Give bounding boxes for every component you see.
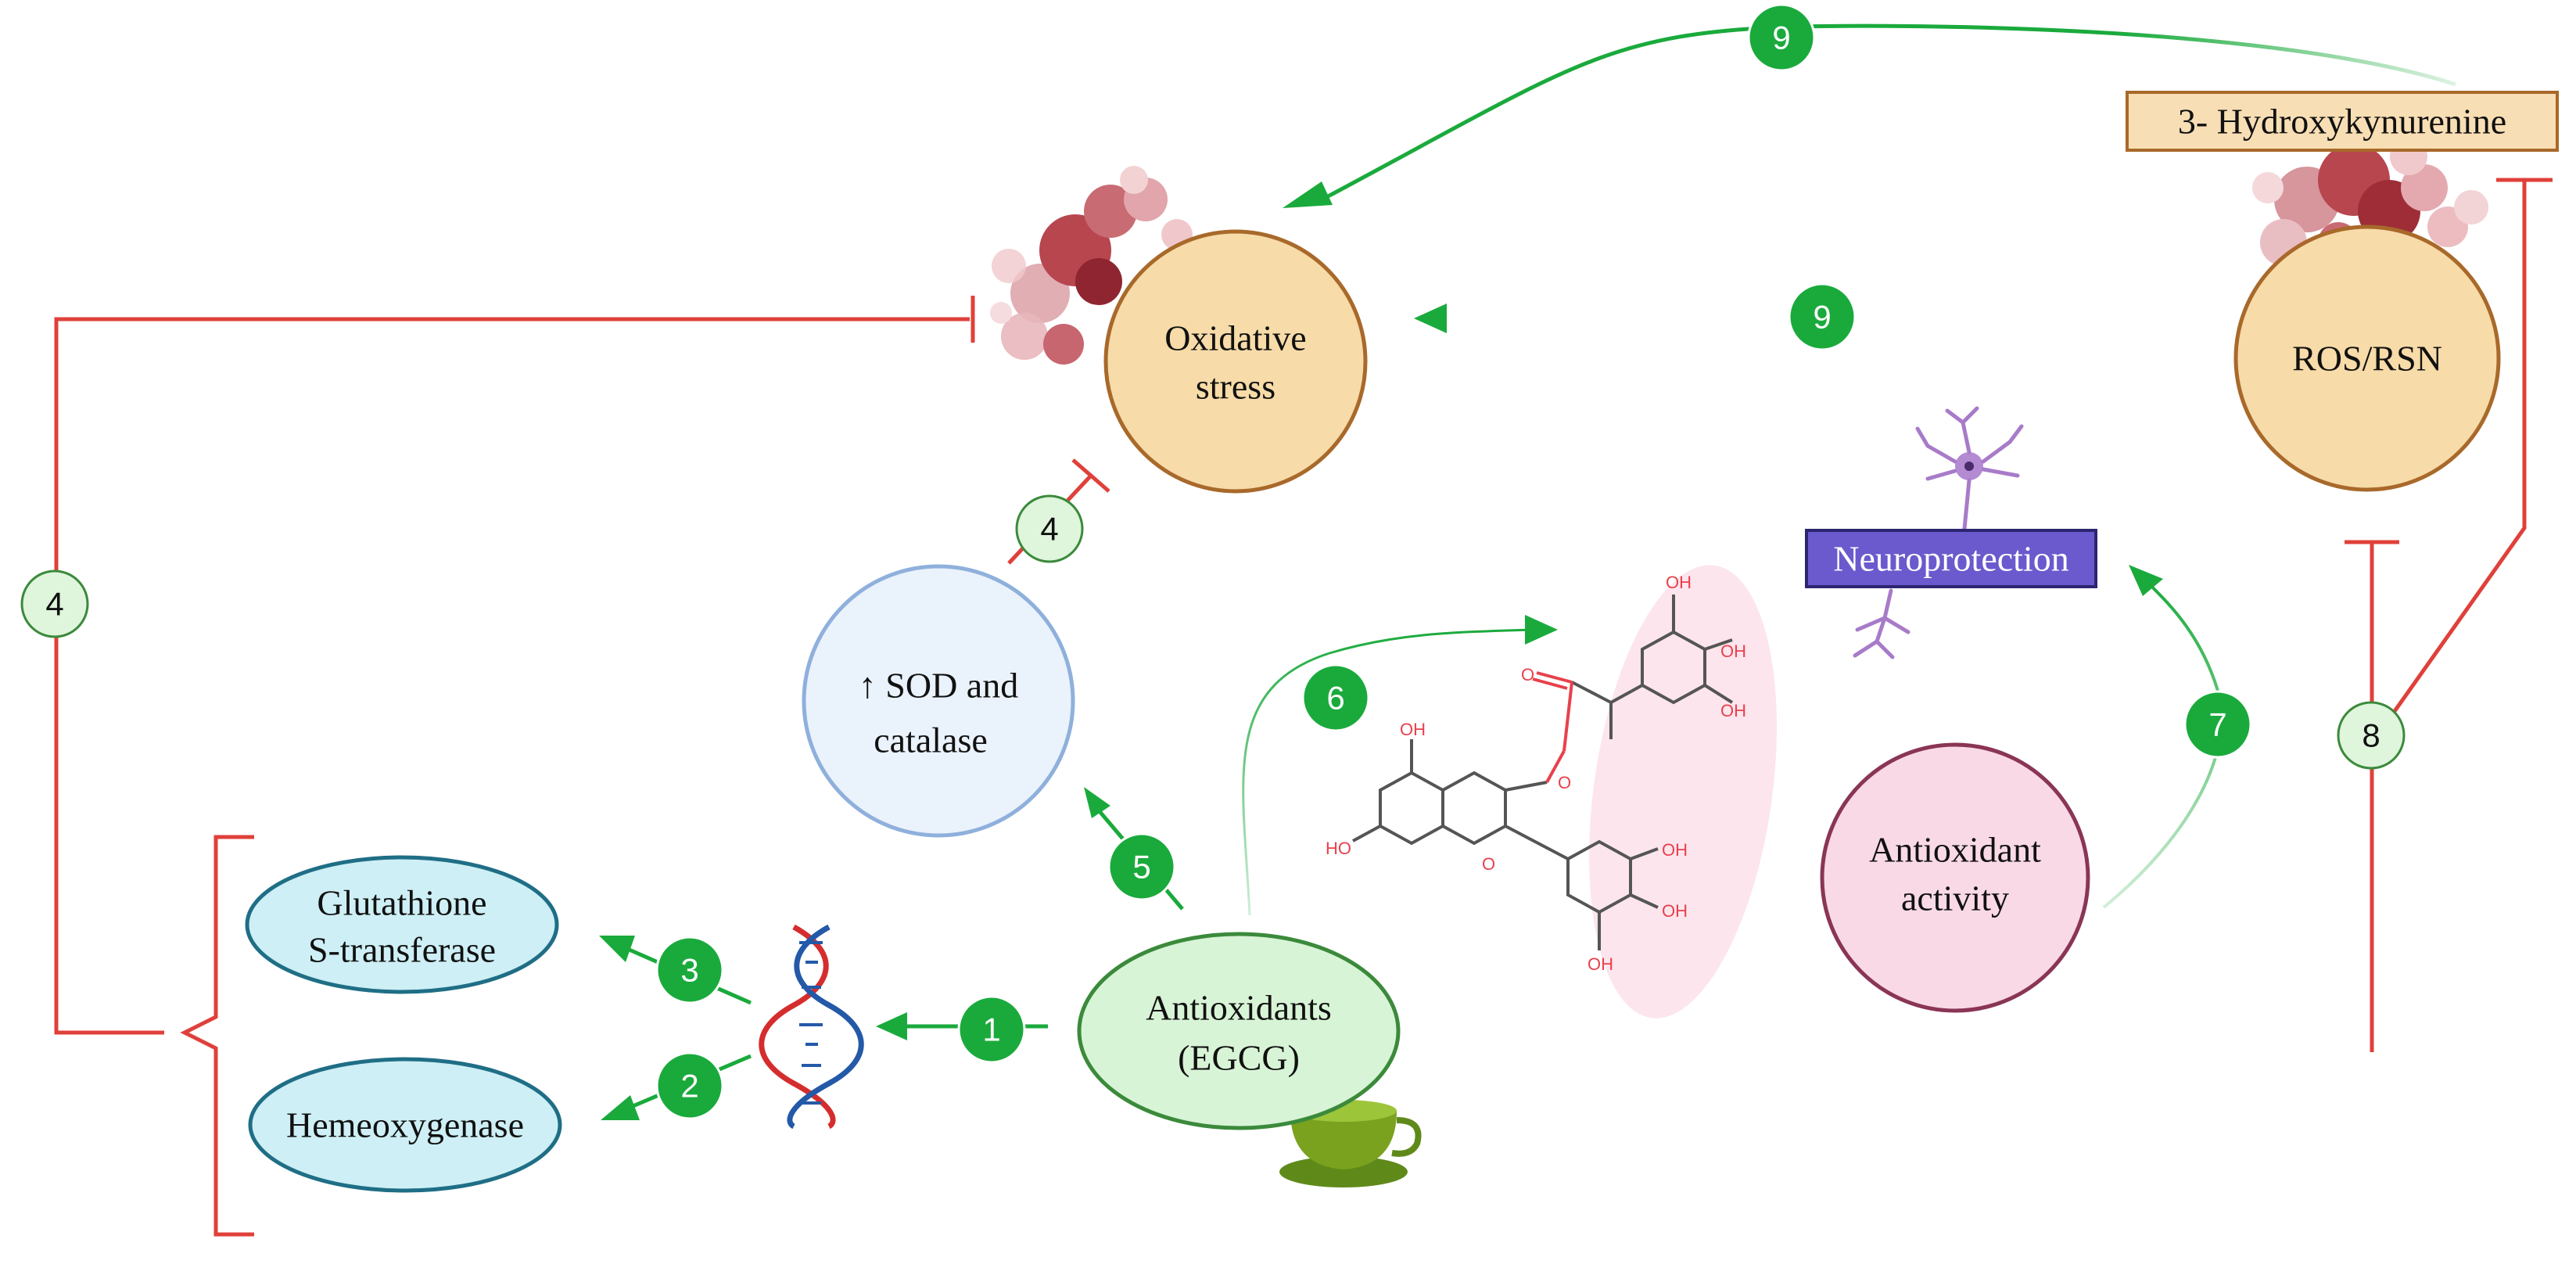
hydroxykynurenine-node: 3- Hydroxykynurenine — [2126, 91, 2559, 152]
step-badge-number: 9 — [1813, 299, 1831, 336]
neuroprotection-label: Neuroprotection — [1833, 539, 2068, 579]
hydroxykynurenine-label: 3- Hydroxykynurenine — [2178, 102, 2506, 142]
molecule-label-oh: OH — [1720, 641, 1746, 661]
glutathione-label-line1: Glutathione — [317, 883, 486, 923]
hemeoxygenase-label: Hemeoxygenase — [286, 1105, 524, 1145]
step-badge-4-left: 4 — [20, 569, 89, 638]
step-badge-9-middle: 9 — [1788, 282, 1857, 351]
oxidative-stress-label-line1: Oxidative — [1164, 318, 1306, 358]
step-badge-3: 3 — [655, 936, 724, 1004]
dna-icon — [759, 924, 864, 1130]
ros-rsn-label: ROS/RSN — [2292, 339, 2442, 379]
glutathione-label-line2: S-transferase — [308, 930, 496, 970]
step-badge-number: 6 — [1326, 680, 1344, 717]
hemeoxygenase-node: Hemeoxygenase — [248, 1057, 562, 1193]
ros-rsn-node: ROS/RSN — [2233, 225, 2501, 492]
step-badge-number: 9 — [1772, 20, 1790, 56]
antioxidant-activity-label-line1: Antioxidant — [1869, 830, 2041, 870]
antioxidant-activity-node: Antioxidant activity — [1820, 742, 2090, 1013]
antioxidant-activity-label-line2: activity — [1901, 878, 2009, 918]
step-badge-number: 3 — [680, 952, 698, 989]
egcg-molecule-structure: OH OH OH OH HO OH OH OH O O O — [1326, 565, 1777, 1018]
inhibition-egcg-to-ros — [1447, 540, 2399, 1054]
neuron-axon-terminal-icon — [1853, 588, 1910, 659]
sod-catalase-label-line2: catalase — [874, 720, 988, 760]
step-badge-4-center: 4 — [1015, 494, 1084, 563]
enzyme-bracket — [180, 835, 254, 1237]
step-badge-number: 5 — [1132, 849, 1150, 886]
inhibition-left-bracket-to-oxidative — [54, 296, 975, 1035]
step-badge-number: 4 — [1040, 511, 1058, 548]
oxidative-stress-label-line2: stress — [1196, 367, 1275, 407]
molecule-label-oh: OH — [1588, 954, 1613, 974]
step-badge-5: 5 — [1107, 832, 1176, 901]
molecule-label-oh: OH — [1662, 840, 1688, 860]
step-badge-number: 7 — [2208, 706, 2226, 743]
step-badge-6: 6 — [1301, 663, 1370, 732]
molecule-label-o-ester: O — [1558, 773, 1571, 792]
step-badge-1: 1 — [957, 995, 1026, 1064]
antioxidants-egcg-label-line2: (EGCG) — [1178, 1038, 1300, 1078]
activation-egcg-to-egcg-molecule — [1242, 615, 1558, 916]
inhibition-8-to-hydroxykynurenine — [2391, 178, 2553, 715]
antioxidants-egcg-node: Antioxidants (EGCG) — [1077, 932, 1401, 1130]
molecule-label-oh: OH — [1720, 701, 1746, 720]
glutathione-s-transferase-node: Glutathione S-transferase — [245, 855, 559, 994]
oxidative-stress-node: Oxidative stress — [1103, 229, 1368, 494]
molecule-label-oh: OH — [1666, 573, 1692, 592]
molecule-label-ho: HO — [1326, 839, 1351, 858]
molecule-label-o-carbonyl: O — [1521, 665, 1534, 684]
step-badge-8: 8 — [2337, 701, 2406, 770]
sod-catalase-label-line1: ↑ SOD and — [859, 666, 1018, 706]
neuron-icon — [1915, 406, 2024, 531]
oxidative-damage-cluster-icon — [990, 166, 1193, 365]
antioxidants-egcg-label-line1: Antioxidants — [1146, 988, 1332, 1028]
step-badge-7: 7 — [2183, 690, 2252, 759]
sod-catalase-node: ↑ SOD and catalase — [802, 564, 1075, 838]
step-badge-number: 2 — [680, 1068, 698, 1105]
molecule-label-oh: OH — [1400, 720, 1426, 739]
molecule-label-oh: OH — [1662, 901, 1688, 921]
step-badge-number: 8 — [2362, 717, 2380, 754]
molecule-label-o-ring: O — [1482, 854, 1495, 874]
step-badge-number: 4 — [45, 586, 63, 623]
step-badge-9-top: 9 — [1747, 3, 1816, 72]
neuroprotection-node: Neuroprotection — [1805, 529, 2097, 588]
step-badge-number: 1 — [982, 1011, 1000, 1048]
step-badge-2: 2 — [655, 1051, 724, 1120]
